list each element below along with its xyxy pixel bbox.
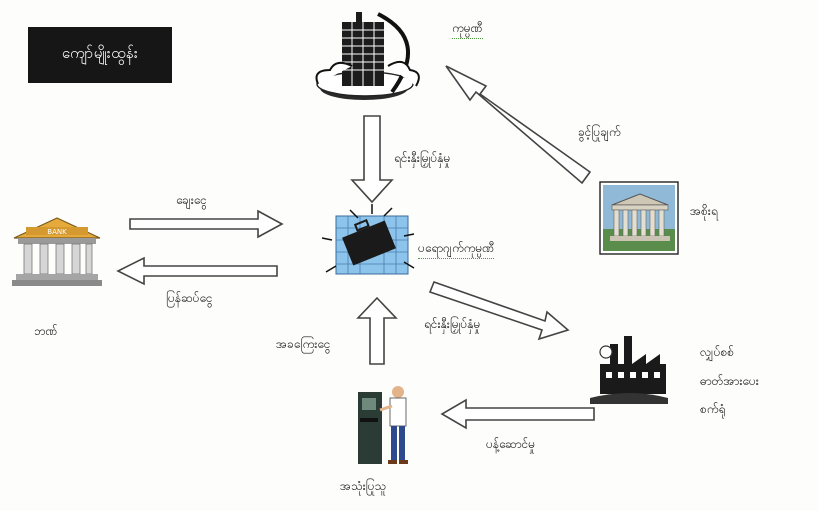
arrow-gov-to-company <box>445 65 592 185</box>
flow-label-company-to-business: ရင်းနှီးမြှုပ်နှံမှု <box>394 151 451 165</box>
svg-text:BANK: BANK <box>47 228 67 236</box>
arrow-business-to-factory <box>428 280 570 341</box>
title-box: ကျော်မျိုးထွန်း <box>28 27 172 83</box>
arrow-factory-to-user <box>440 398 595 430</box>
factory-label-line2: ဓာတ်အားပေး <box>700 374 759 388</box>
flow-label-bank-to-business: ချေးငွေ <box>176 193 207 207</box>
government-label: အစိုးရ <box>690 204 718 218</box>
bank-building-icon: BANK <box>12 217 102 286</box>
flow-label-business-to-factory: ရင်းနှီးမြှုပ်နှံမှု <box>424 317 481 331</box>
flow-label-user-to-business: အခကြေးငွေ <box>276 337 331 351</box>
arrow-company-to-business <box>350 115 394 204</box>
factory-label-line1: လျှပ်စစ် <box>700 345 734 359</box>
flow-label-business-to-bank: ပြန်ဆပ်ငွေ <box>166 291 213 305</box>
flow-label-factory-to-user: ပန့်ဆောင်မှု <box>486 437 536 451</box>
company-label: ကုမ္ပဏီ <box>452 20 483 39</box>
bank-label: ဘဏ် <box>34 324 58 338</box>
flow-label-gov-to-company: ခွင့်ပြုချက် <box>578 125 621 139</box>
arrow-business-to-bank <box>116 256 278 286</box>
company-building-icon <box>315 12 420 100</box>
factory-icon <box>590 336 668 404</box>
factory-label-line3: စက်ရုံ <box>700 402 726 416</box>
user-label: အသုံးပြုသူ <box>340 479 387 493</box>
business-label: ပရောဂျက်ကုမ္ပဏီ <box>418 240 495 259</box>
atm-user-icon <box>358 386 408 464</box>
arrow-user-to-business <box>356 296 398 365</box>
government-building-icon <box>599 181 679 255</box>
business-center-icon <box>321 204 415 275</box>
arrow-bank-to-business <box>129 209 284 239</box>
